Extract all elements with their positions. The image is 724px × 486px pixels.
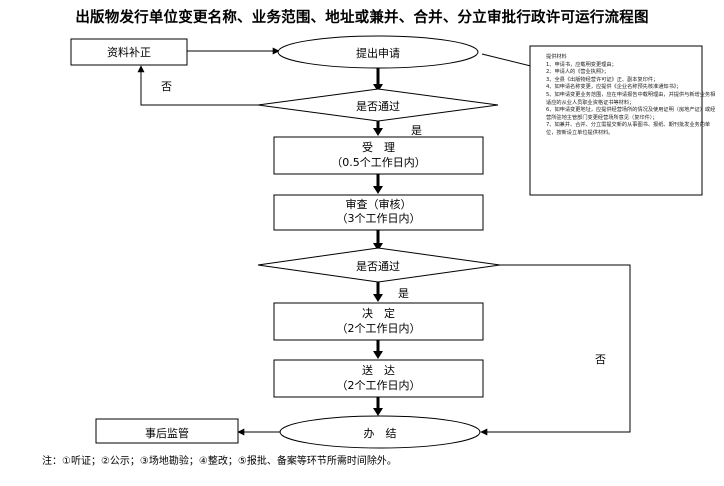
note-item: 6、如申请变更地址，应提供经营场所的情况及使用证明（房地产证）或经营所驻地主管部… bbox=[546, 107, 716, 121]
finish-label: 办 结 bbox=[363, 427, 397, 440]
accept-time: （0.5个工作日内） bbox=[331, 156, 426, 169]
note-item: 7、如兼并、合并、分立需提交新的从事图书、报纸、期刊批发业务的单位，按新设立单位… bbox=[546, 122, 711, 136]
note-item: 1、申请书，应载明变更理由； bbox=[546, 61, 617, 68]
note-item: 2、申请人的《营业执照》； bbox=[546, 69, 609, 76]
accept-node: 受 理 （0.5个工作日内） bbox=[274, 137, 483, 174]
edge-check2-no bbox=[480, 264, 631, 436]
materials-fix-box bbox=[70, 38, 188, 66]
note-item: 5、如申请变更业务范围，应在申请报告中载明理由，并提供与新增业务相适应的从业人员… bbox=[546, 91, 716, 106]
finish-ellipse bbox=[279, 415, 481, 449]
check1-label: 是否通过 bbox=[356, 100, 400, 113]
note-item: 3、全县《出版物经营许可证》正、副本复印件； bbox=[546, 76, 659, 83]
deliver-box bbox=[273, 359, 484, 398]
check2-label: 是否通过 bbox=[356, 260, 400, 273]
materials-fix-label: 资料补正 bbox=[107, 46, 151, 59]
footnote: 注：①听证；②公示；③场地勘验；④整改；⑤报批、备案等环节所需时间除外。 bbox=[42, 456, 397, 467]
decide-title: 决 定 bbox=[362, 307, 395, 320]
supervise-label: 事后监管 bbox=[145, 427, 189, 440]
supervise-box bbox=[95, 418, 239, 444]
edge-check1-no bbox=[137, 65, 258, 106]
deliver-node: 送 达 （2个工作日内） bbox=[274, 360, 483, 397]
accept-title: 受 理 bbox=[362, 141, 395, 154]
materials-note: 提供材料 1、申请书，应载明变更理由； 2、申请人的《营业执照》； 3、全县《出… bbox=[546, 54, 716, 138]
check1-diamond bbox=[257, 88, 499, 122]
review-box bbox=[273, 194, 484, 231]
decide-node: 决 定 （2个工作日内） bbox=[274, 303, 483, 340]
review-node: 审查（审核） （3个工作日内） bbox=[274, 195, 483, 230]
check2-diamond bbox=[257, 247, 501, 283]
edge-label-no-1: 否 bbox=[161, 80, 172, 93]
review-time: （3个工作日内） bbox=[336, 212, 421, 225]
decide-time: （2个工作日内） bbox=[336, 322, 421, 335]
submit-label: 提出申请 bbox=[356, 47, 400, 60]
edge-label-no-2: 否 bbox=[595, 353, 606, 366]
submit-ellipse bbox=[277, 35, 479, 69]
edge-label-yes-1: 是 bbox=[411, 124, 422, 137]
page-title: 出版物发行单位变更名称、业务范围、地址或兼并、合并、分立审批行政许可运行流程图 bbox=[75, 10, 649, 26]
review-title: 审查（审核） bbox=[345, 198, 412, 211]
decide-box bbox=[273, 302, 484, 341]
edge-label-yes-2: 是 bbox=[398, 287, 409, 300]
note-box bbox=[529, 45, 703, 196]
note-heading: 提供材料 bbox=[546, 54, 567, 60]
accept-box bbox=[273, 136, 484, 175]
deliver-title: 送 达 bbox=[362, 364, 395, 377]
deliver-time: （2个工作日内） bbox=[336, 379, 421, 392]
note-item: 4、如申请名称变更，应提供《企业名称预先核准通知书》； bbox=[546, 84, 682, 91]
